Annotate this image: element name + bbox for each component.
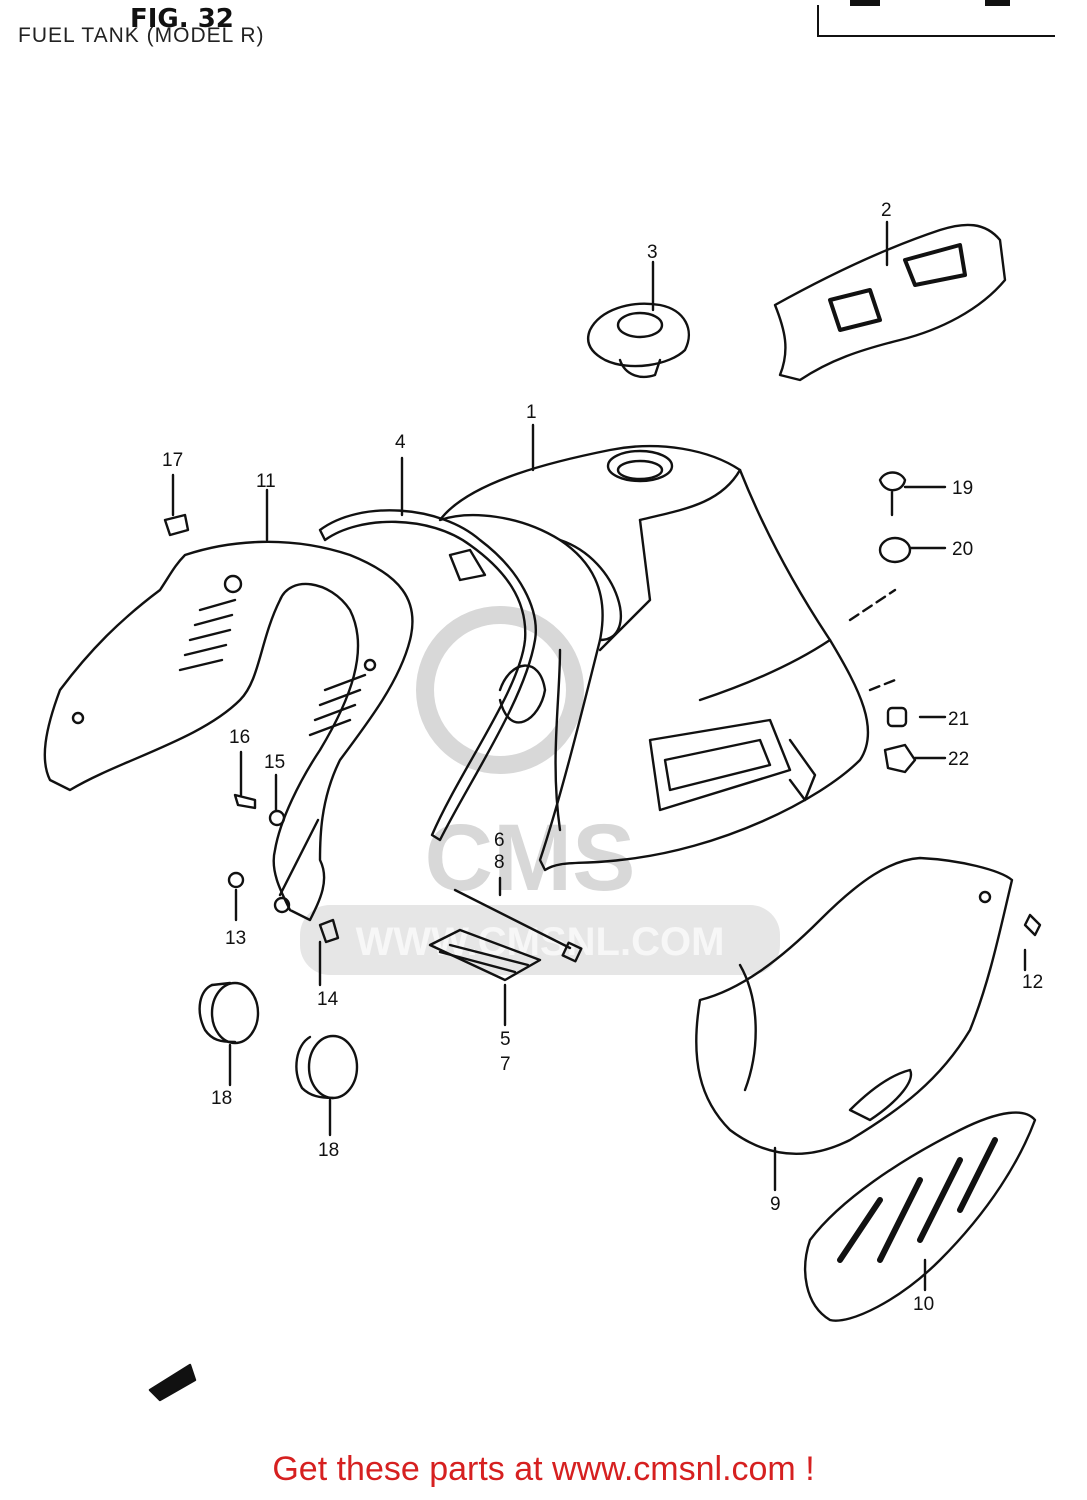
callout-4: 4 — [395, 432, 406, 453]
side-cover — [695, 856, 1014, 1156]
callout-1: 1 — [526, 402, 537, 423]
emblem — [803, 1111, 1037, 1322]
figure-number: FIG. 32 — [130, 4, 234, 34]
knob-18a — [198, 981, 260, 1045]
callout-19: 19 — [952, 478, 973, 499]
callout-18a: 18 — [211, 1088, 232, 1109]
watermark-url: WWW.CMSNL.COM — [356, 920, 725, 964]
fuel-tank — [438, 444, 870, 872]
callout-7: 7 — [500, 1054, 511, 1075]
watermark: CMS WWW.CMSNL.COM — [300, 606, 780, 975]
callout-17: 17 — [162, 450, 183, 471]
callout-labels: 1 2 3 4 5 6 7 8 9 10 11 12 13 14 15 16 1… — [162, 200, 1043, 1315]
fuel-cap — [586, 302, 690, 368]
screw-12 — [1023, 913, 1042, 937]
callout-9: 9 — [770, 1194, 781, 1215]
callout-2: 2 — [881, 200, 892, 221]
cushion-21 — [886, 706, 908, 728]
callout-14: 14 — [317, 989, 339, 1010]
cushion-20 — [878, 536, 912, 564]
bolt-17 — [163, 513, 190, 537]
callout-21: 21 — [948, 709, 969, 730]
washer-15 — [268, 809, 286, 827]
callout-5: 5 — [500, 1029, 511, 1050]
cushion-pad — [428, 928, 542, 982]
front-arrow — [148, 1363, 197, 1402]
callout-10: 10 — [913, 1294, 934, 1315]
cta-link[interactable]: Get these parts at www.cmsnl.com ! — [272, 1450, 815, 1488]
corner-frame — [817, 5, 1055, 37]
callout-15: 15 — [264, 752, 285, 773]
watermark-brand: CMS — [424, 805, 635, 911]
screw-13 — [227, 871, 245, 889]
knob-18b — [295, 1034, 359, 1100]
clip-14 — [318, 918, 340, 944]
band — [453, 888, 572, 950]
decal — [773, 223, 1007, 382]
bolt-19 — [878, 471, 907, 517]
callout-11: 11 — [256, 471, 276, 492]
rubber-strip — [318, 509, 537, 842]
callout-18b: 18 — [318, 1140, 339, 1161]
callout-22: 22 — [948, 749, 969, 770]
callout-12: 12 — [1022, 972, 1043, 993]
nut-22 — [883, 743, 917, 774]
callout-8: 8 — [494, 852, 505, 873]
frame-cover — [43, 540, 414, 922]
page-title: FUEL TANK (MODEL R) — [18, 24, 265, 47]
bolt-16 — [233, 793, 257, 810]
callout-20: 20 — [952, 539, 973, 560]
callout-13: 13 — [225, 928, 246, 949]
callout-3: 3 — [647, 242, 658, 263]
callout-16: 16 — [229, 727, 250, 748]
callout-6: 6 — [494, 830, 505, 851]
